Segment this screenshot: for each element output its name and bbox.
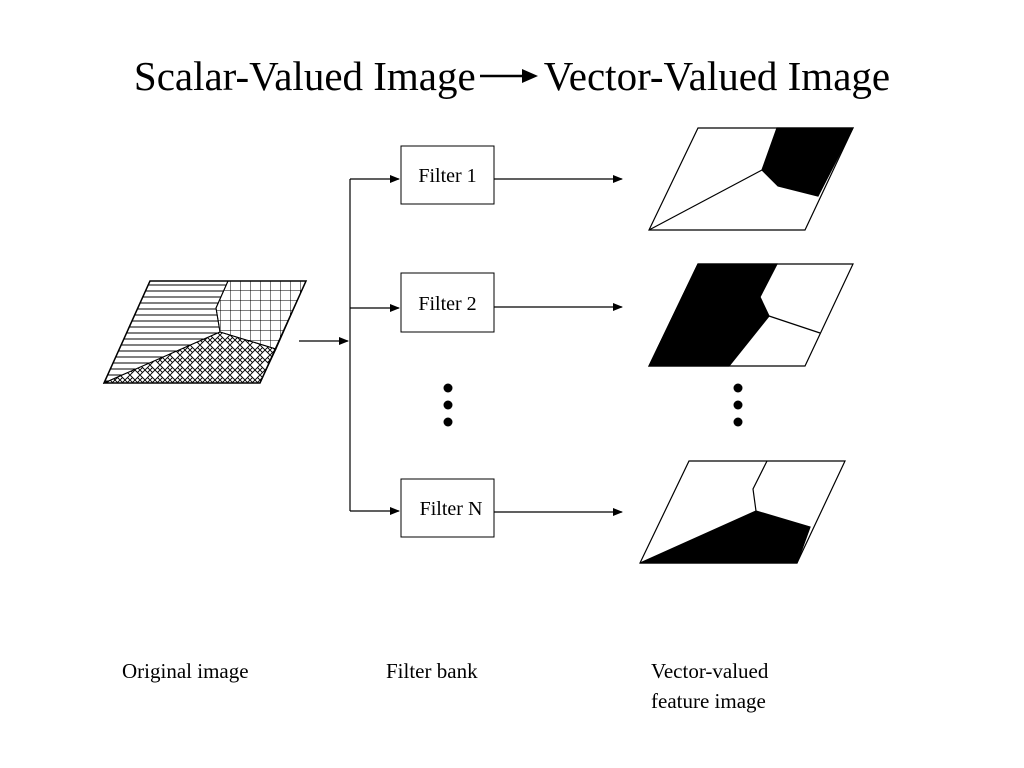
original-image-border <box>102 280 308 384</box>
output-arrows <box>494 175 623 516</box>
title-scalar-valued-image: Scalar-Valued Image <box>133 52 476 99</box>
filter-bank-connectors <box>299 175 400 515</box>
filter-box-n: Filter N <box>400 478 495 538</box>
feature-ellipsis <box>733 383 743 427</box>
feature-image-1 <box>648 127 854 231</box>
title-vector-valued-image: Vector-Valued Image <box>543 52 891 99</box>
filter-box-2: Filter 2 <box>400 272 495 333</box>
filter-ellipsis <box>443 383 453 427</box>
filter-label-2: Filter 2 <box>418 293 476 315</box>
caption-filter-bank: Filter bank <box>386 659 478 683</box>
filter-box-1: Filter 1 <box>400 145 495 205</box>
caption-feature-line-2: feature image <box>651 689 766 713</box>
feature-image-n <box>639 460 846 564</box>
filter-label-1: Filter 1 <box>418 165 476 187</box>
filter-label-n: Filter N <box>420 498 483 520</box>
caption-feature-line-1: Vector-valued <box>651 659 769 683</box>
feature-image-2 <box>648 263 854 367</box>
slide-title: Scalar-Valued Image Vector-Valued Image <box>0 48 1024 104</box>
title-arrow-icon <box>479 69 538 83</box>
original-image <box>102 280 308 384</box>
caption-original-image: Original image <box>122 659 249 683</box>
caption-feature-image: Vector-valued feature image <box>651 656 768 716</box>
